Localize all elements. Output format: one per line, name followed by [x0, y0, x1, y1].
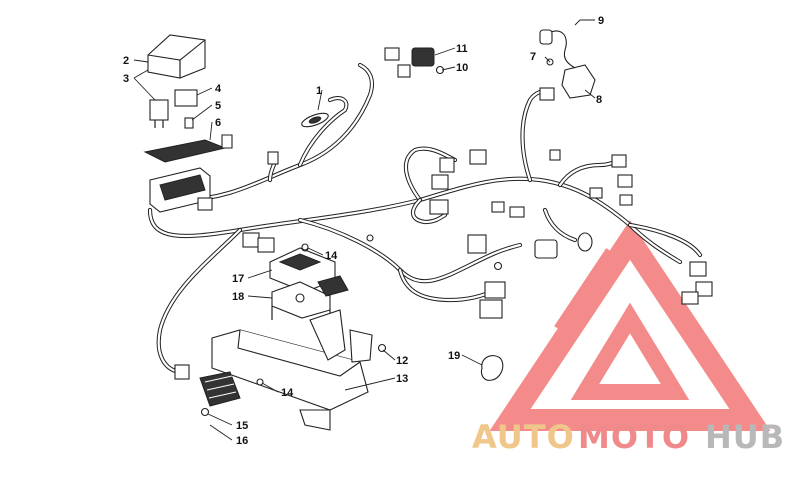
connector-group-middle	[174, 151, 506, 380]
connector-top	[384, 47, 445, 78]
callout-4: 4	[215, 83, 222, 95]
callout-5: 5	[215, 100, 221, 112]
callout-18: 18	[232, 291, 244, 303]
watermark-word-auto: AUTO	[472, 418, 575, 456]
callout-19: 19	[448, 350, 460, 362]
relay-connector	[317, 275, 349, 297]
callout-8: 8	[596, 94, 602, 106]
callout-10: 10	[456, 62, 468, 74]
callout-3: 3	[123, 73, 129, 85]
callout-6: 6	[215, 117, 221, 129]
callouts: 1 2 3 4 5 6 7 8 9 10 11 12 13 14 14 15 1…	[123, 15, 604, 447]
mounting-bracket	[271, 281, 331, 322]
callout-14-upper: 14	[325, 250, 338, 262]
callout-1: 1	[316, 85, 322, 97]
callout-13: 13	[396, 373, 408, 385]
grommet	[301, 112, 329, 128]
ignition-coil	[539, 29, 596, 101]
callout-14-lower: 14	[281, 387, 294, 399]
watermark-word-moto: MOTO	[578, 418, 690, 456]
fuse-block	[149, 167, 211, 213]
callout-12: 12	[396, 355, 408, 367]
callout-11: 11	[456, 43, 468, 55]
relay-mini	[174, 89, 198, 107]
watermark-text: AUTO MOTO HUB	[472, 418, 785, 456]
callout-17: 17	[232, 273, 244, 285]
callout-7: 7	[530, 51, 536, 63]
cable-tie	[480, 355, 504, 381]
watermark-logo	[489, 220, 771, 431]
electrical-tray	[211, 309, 373, 431]
screw	[377, 343, 387, 353]
fuse-box-cover	[147, 34, 206, 79]
callout-16: 16	[236, 435, 248, 447]
relay	[149, 99, 169, 128]
leader-lines	[133, 19, 596, 441]
callout-15: 15	[236, 420, 248, 432]
callout-2: 2	[123, 55, 129, 67]
connector-group-right	[429, 149, 713, 305]
fuse-panel	[143, 134, 233, 163]
callout-9: 9	[598, 15, 604, 27]
fuse	[184, 117, 194, 129]
nut	[301, 243, 309, 251]
voltage-regulator	[199, 371, 241, 417]
watermark-word-hub: HUB	[705, 418, 785, 456]
